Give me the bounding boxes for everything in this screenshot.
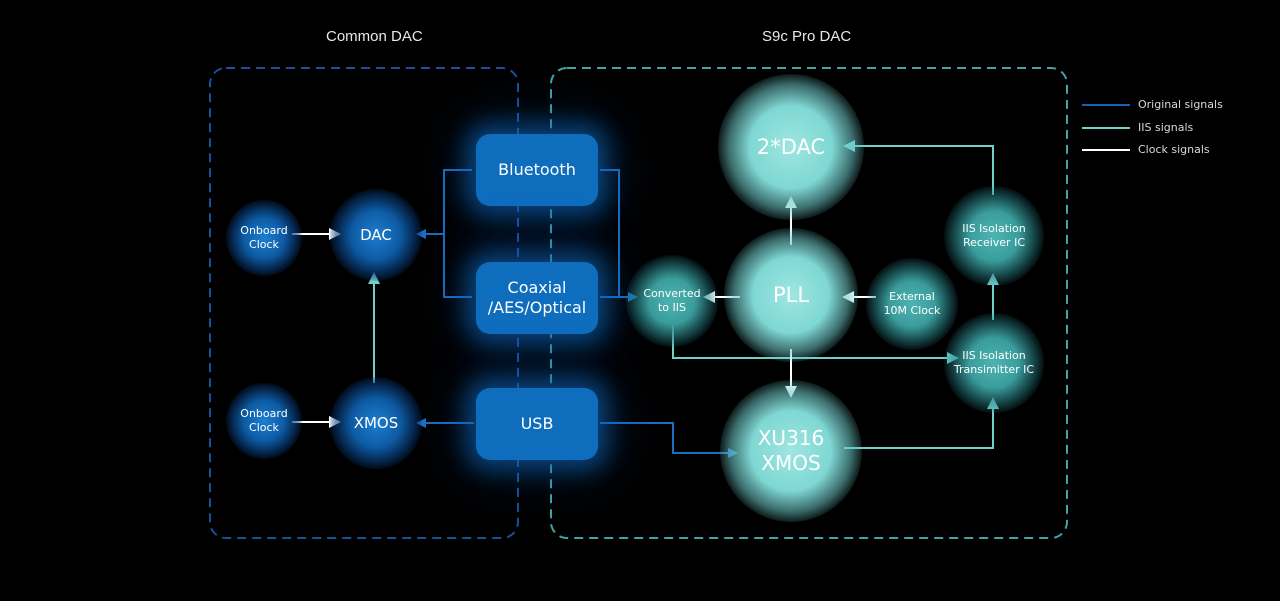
legend-iis-swatch [1082, 126, 1130, 129]
legend-original-signals: Original signals [1082, 98, 1223, 111]
iis-isolation-receiver-node: IIS Isolation Receiver IC [944, 186, 1044, 286]
bluetooth-node: Bluetooth [476, 134, 598, 206]
s9c-pro-dac-title: S9c Pro DAC [762, 28, 852, 45]
receiver-to-dac-arrow [843, 140, 994, 195]
bt-branch-line [443, 169, 472, 298]
usb-to-xu316-arrow [600, 422, 738, 458]
legend-clock-signals: Clock signals [1082, 143, 1210, 156]
dac-common-node: DAC [330, 189, 422, 281]
xu316-xmos-node: XU316 XMOS [720, 380, 862, 522]
iis-isolation-transmitter-node: IIS Isolation Transimitter IC [944, 313, 1044, 413]
converted-to-iis-node: Converted to IIS [626, 255, 718, 347]
legend-iis-signals: IIS signals [1082, 121, 1193, 134]
legend-original-label: Original signals [1138, 98, 1223, 111]
xu316-to-transmitter-arrow [844, 397, 999, 449]
pll-node: PLL [724, 228, 858, 362]
common-dac-title: Common DAC [326, 28, 423, 45]
bt-to-converted-line [600, 169, 620, 297]
legend-iis-label: IIS signals [1138, 121, 1194, 134]
usb-node: USB [476, 388, 598, 460]
onboard-clock-bottom-node: Onboard Clock [226, 383, 302, 459]
dac-pro-node: 2*DAC [718, 74, 864, 220]
onboard-clock-top-node: Onboard Clock [226, 200, 302, 276]
legend-clock-swatch [1082, 148, 1130, 151]
legend-original-swatch [1082, 103, 1130, 106]
external-10m-clock-node: External 10M Clock [866, 258, 958, 350]
legend-clock-label: Clock signals [1138, 143, 1210, 156]
coaxial-aes-optical-node: Coaxial /AES/Optical [476, 262, 598, 334]
xmos-common-node: XMOS [330, 377, 422, 469]
common-dac-border [209, 67, 519, 539]
